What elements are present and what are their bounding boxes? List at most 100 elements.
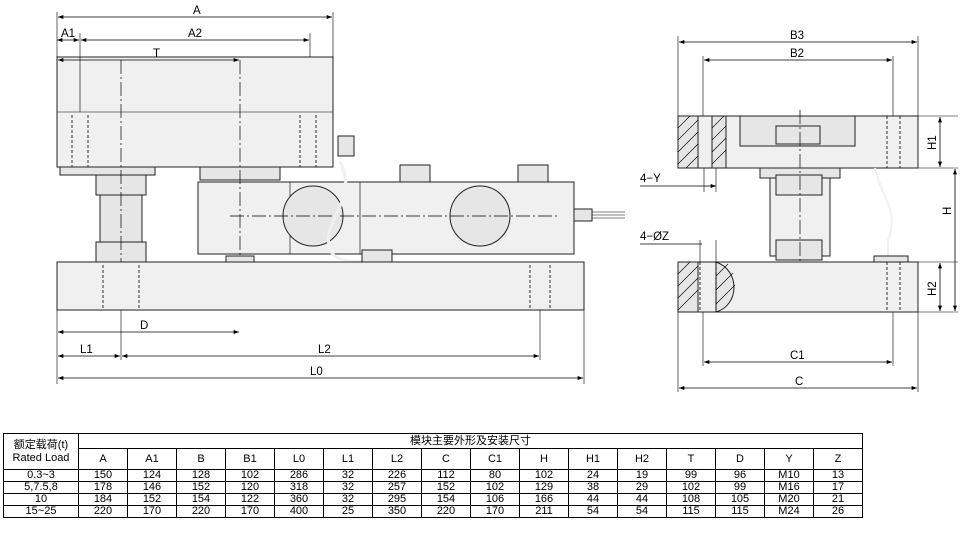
- table-cell: 17: [813, 481, 863, 494]
- table-cell: 154: [176, 493, 226, 506]
- rated-load-cell: 5,7.5,8: [3, 481, 79, 494]
- table-cell: 24: [568, 469, 618, 482]
- column-header-l2: L2: [372, 448, 422, 470]
- table-cell: 152: [127, 493, 177, 506]
- table-cell: 99: [715, 481, 765, 494]
- table-cell: 19: [617, 469, 667, 482]
- table-cell: 25: [323, 505, 373, 518]
- column-header-h1: H1: [568, 448, 618, 470]
- table-cell: 122: [225, 493, 275, 506]
- table-cell: 124: [127, 469, 177, 482]
- table-cell: 44: [568, 493, 618, 506]
- table-cell: 211: [519, 505, 569, 518]
- table-cell: 129: [519, 481, 569, 494]
- table-cell: 220: [78, 505, 128, 518]
- table-cell: 226: [372, 469, 422, 482]
- rated-load-cell: 0.3~3: [3, 469, 79, 482]
- side-view: B3 B2 H1 H H2 4−Y 4−ØZ C1 C: [640, 30, 958, 392]
- table-cell: 128: [176, 469, 226, 482]
- table-cell: 178: [78, 481, 128, 494]
- table-cell: 102: [225, 469, 275, 482]
- dim-label-L1: L1: [80, 344, 93, 356]
- table-cell: 170: [470, 505, 520, 518]
- dim-label-B2: B2: [790, 48, 804, 60]
- table-cell: 54: [568, 505, 618, 518]
- table-cell: 106: [470, 493, 520, 506]
- load-cell-body: [197, 181, 575, 255]
- table-cell: 154: [421, 493, 471, 506]
- table-cell: 21: [813, 493, 863, 506]
- dim-label-L0: L0: [310, 366, 323, 378]
- table-cell: 13: [813, 469, 863, 482]
- dim-label-H1: H1: [927, 135, 939, 150]
- rated-load-header: 额定载荷(t) Rated Load: [3, 433, 79, 470]
- table-cell: 99: [666, 469, 716, 482]
- table-cell: M16: [764, 481, 814, 494]
- table-cell: 166: [519, 493, 569, 506]
- rated-load-header-en: Rated Load: [12, 451, 70, 464]
- table-cell: 112: [421, 469, 471, 482]
- table-cell: 150: [78, 469, 128, 482]
- column-header-y: Y: [764, 448, 814, 470]
- dim-label-H2: H2: [927, 281, 939, 296]
- column-header-h2: H2: [617, 448, 667, 470]
- column-header-t: T: [666, 448, 716, 470]
- table-cell: M10: [764, 469, 814, 482]
- rated-load-cell: 10: [3, 493, 79, 506]
- table-cell: 96: [715, 469, 765, 482]
- column-header-l1: L1: [323, 448, 373, 470]
- table-cell: 102: [519, 469, 569, 482]
- column-header-b1: B1: [225, 448, 275, 470]
- group-header: 模块主要外形及安装尺寸: [78, 433, 863, 449]
- table-cell: 29: [617, 481, 667, 494]
- front-view: A A1 A2 T D L1 L2 L0: [56, 5, 625, 384]
- column-header-z: Z: [813, 448, 863, 470]
- dim-label-A: A: [193, 5, 201, 17]
- table-cell: 115: [715, 505, 765, 518]
- table-cell: 170: [127, 505, 177, 518]
- dim-label-D: D: [140, 320, 148, 332]
- column-header-l0: L0: [274, 448, 324, 470]
- dim-label-B3: B3: [790, 30, 804, 42]
- table-cell: 105: [715, 493, 765, 506]
- dim-label-C: C: [795, 376, 803, 388]
- column-header-c: C: [421, 448, 471, 470]
- table-cell: 32: [323, 469, 373, 482]
- cable-gland: [573, 208, 593, 222]
- table-cell: 80: [470, 469, 520, 482]
- front-spacer-left: [59, 166, 156, 176]
- table-cell: 220: [421, 505, 471, 518]
- table-cell: 152: [421, 481, 471, 494]
- dim-label-L2: L2: [318, 344, 331, 356]
- table-cell: 220: [176, 505, 226, 518]
- rated-load-header-cn: 额定载荷(t): [13, 438, 69, 451]
- column-header-a: A: [78, 448, 128, 470]
- table-cell: 102: [470, 481, 520, 494]
- table-cell: 26: [813, 505, 863, 518]
- table-cell: 54: [617, 505, 667, 518]
- column-header-a1: A1: [127, 448, 177, 470]
- table-cell: 146: [127, 481, 177, 494]
- label-4-Z: 4−ØZ: [640, 231, 669, 243]
- table-cell: 170: [225, 505, 275, 518]
- dim-label-H: H: [942, 207, 954, 215]
- table-cell: 400: [274, 505, 324, 518]
- technical-drawing: A A1 A2 T D L1 L2 L0: [56, 5, 958, 392]
- table-cell: 38: [568, 481, 618, 494]
- column-header-h: H: [519, 448, 569, 470]
- table-cell: 120: [225, 481, 275, 494]
- table-cell: 318: [274, 481, 324, 494]
- dim-label-C1: C1: [790, 350, 805, 362]
- column-header-c1: C1: [470, 448, 520, 470]
- dim-label-A2: A2: [188, 28, 202, 40]
- dim-label-T: T: [153, 48, 160, 60]
- label-4-Y: 4−Y: [640, 173, 661, 185]
- table-cell: 32: [323, 493, 373, 506]
- table-cell: 32: [323, 481, 373, 494]
